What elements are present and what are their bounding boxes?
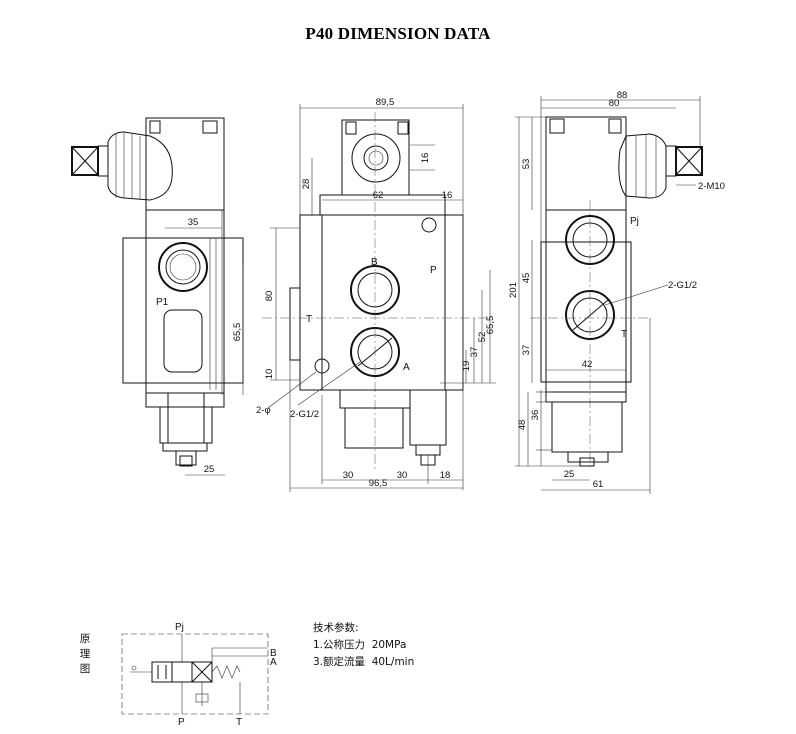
dim-front-37: 37: [469, 347, 480, 358]
schematic-port-a: A: [270, 657, 277, 668]
specs-pressure: 1.公称压力 20MPa: [313, 639, 407, 651]
dim-left-65-5: 65,5: [232, 323, 243, 342]
dim-right-61: 61: [593, 479, 604, 490]
page-title: P40 DIMENSION DATA: [305, 24, 491, 43]
hydraulic-schematic: Pj B A P T: [121, 622, 277, 728]
dim-right-25: 25: [564, 469, 575, 480]
dim-right-80: 80: [609, 98, 620, 109]
port-label-b: B: [371, 257, 378, 268]
dim-front-18: 18: [440, 470, 451, 481]
dim-front-89-5: 89,5: [376, 97, 395, 108]
side-label-char-1: 原: [79, 633, 91, 645]
specs-flow: 3.额定流量 40L/min: [313, 656, 415, 668]
callout-m10: 2-M10: [698, 181, 725, 192]
dim-front-65-5: 65,5: [485, 316, 496, 335]
dim-right-45: 45: [521, 273, 532, 284]
specs-heading: 技术参数:: [313, 622, 359, 634]
dim-right-88: 88: [617, 90, 628, 101]
dim-right-48: 48: [517, 420, 528, 431]
port-label-t-right: T: [621, 329, 627, 340]
schematic-side-label: 原 理 图: [78, 632, 92, 677]
dim-front-10: 10: [264, 369, 275, 380]
dim-front-19: 19: [461, 361, 472, 372]
front-view: 89,5 16 28 62 16 80 10 65,5 52 37 19 30 …: [256, 97, 496, 492]
port-label-p: P: [430, 265, 437, 276]
dim-right-37: 37: [521, 345, 532, 356]
dim-front-96-5: 96,5: [369, 478, 388, 489]
dim-right-42: 42: [582, 359, 593, 370]
dim-front-16-top: 16: [420, 153, 431, 164]
dim-front-30-left: 30: [343, 470, 354, 481]
dim-front-80: 80: [264, 291, 275, 302]
side-label-char-2: 理: [79, 648, 91, 660]
dim-left-25: 25: [204, 464, 215, 475]
schematic-port-p: P: [178, 717, 185, 728]
dim-front-52: 52: [477, 332, 488, 343]
schematic-port-t: T: [236, 717, 242, 728]
schematic-port-pj: Pj: [175, 622, 184, 633]
schematic-port-b: B: [270, 648, 277, 659]
side-label-char-3: 图: [79, 663, 91, 675]
dim-left-35: 35: [188, 217, 199, 228]
dim-front-62: 62: [373, 190, 384, 201]
callout-g12-right: 2-G1/2: [668, 280, 697, 291]
port-label-p1: P1: [156, 297, 169, 308]
right-side-view: 88 80 53 201 45 37 42 36 48 25 61 Pj T 2…: [508, 90, 725, 494]
callout-g12-front: 2-G1/2: [290, 409, 319, 420]
port-label-t: T: [306, 314, 312, 325]
dim-front-30-right: 30: [397, 470, 408, 481]
dim-front-16-side: 16: [442, 190, 453, 201]
dim-right-53: 53: [521, 159, 532, 170]
dim-right-201: 201: [508, 282, 519, 298]
callout-holes: 2-φ: [256, 405, 271, 416]
dim-front-28: 28: [301, 179, 312, 190]
left-side-view: 35 65,5 25 P1: [71, 117, 244, 476]
port-label-pj-right: Pj: [630, 216, 639, 227]
port-label-a: A: [403, 362, 410, 373]
technical-parameters: 技术参数: 1.公称压力 20MPa 3.额定流量 40L/min: [313, 620, 414, 671]
dim-right-36: 36: [530, 410, 541, 421]
